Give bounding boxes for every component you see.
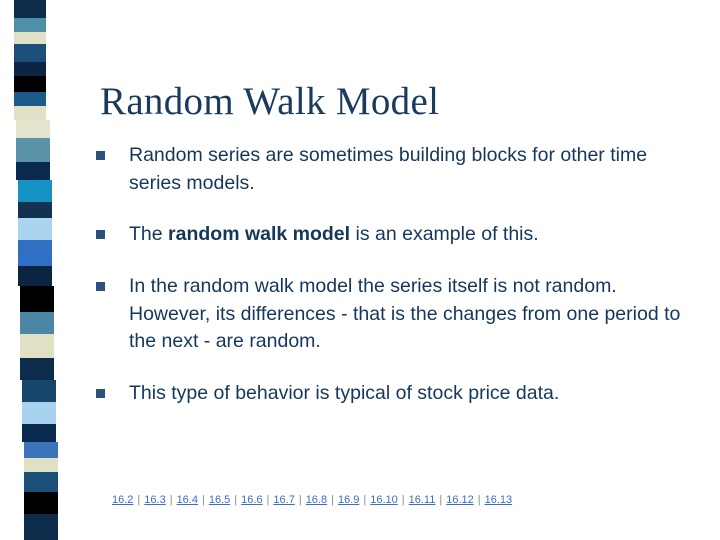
stripe-segment bbox=[18, 218, 52, 240]
stripe-segment bbox=[16, 162, 50, 180]
stripe-segment bbox=[20, 358, 54, 380]
stripe-segment bbox=[24, 472, 58, 492]
footer-separator: | bbox=[169, 494, 173, 506]
stripe-segment bbox=[24, 492, 58, 514]
stripe-segment bbox=[18, 240, 52, 266]
bullet-square-icon bbox=[96, 230, 105, 240]
footer-link-16-7[interactable]: 16.7 bbox=[273, 494, 295, 506]
stripe-segment bbox=[14, 76, 46, 92]
footer-separator: | bbox=[137, 494, 141, 506]
bullet-text-run: The bbox=[129, 223, 169, 246]
footer-link-16-4[interactable]: 16.4 bbox=[176, 494, 198, 506]
stripe-segment bbox=[16, 138, 50, 162]
footer-separator: | bbox=[439, 494, 443, 506]
footer-link-16-9[interactable]: 16.9 bbox=[337, 494, 360, 506]
footer-separator: | bbox=[401, 494, 405, 506]
footer-link-16-13[interactable]: 16.13 bbox=[484, 494, 513, 506]
bullet-square-icon bbox=[96, 282, 105, 292]
stripe-segment bbox=[14, 32, 46, 44]
footer-link-16-6[interactable]: 16.6 bbox=[241, 494, 263, 506]
bullet-item: Random series are sometimes building blo… bbox=[96, 142, 686, 197]
stripe-segment bbox=[16, 120, 50, 138]
bullet-text-run: is an example of this. bbox=[350, 223, 539, 246]
stripe-segment bbox=[24, 514, 58, 540]
bullet-text-emphasis: random walk model bbox=[168, 223, 351, 246]
footer-link-16-5[interactable]: 16.5 bbox=[208, 494, 231, 506]
stripe-segment bbox=[24, 458, 58, 472]
footer-link-16-8[interactable]: 16.8 bbox=[305, 494, 328, 506]
bullet-text: This type of behavior is typical of stoc… bbox=[129, 380, 686, 408]
stripe-segment bbox=[14, 18, 46, 32]
bullet-item: This type of behavior is typical of stoc… bbox=[96, 380, 686, 408]
bullet-text-run: In the random walk model the series itse… bbox=[129, 275, 681, 353]
bullet-text-run: Random series are sometimes building blo… bbox=[129, 144, 648, 194]
bullet-text: The random walk model is an example of t… bbox=[129, 221, 686, 249]
stripe-segment bbox=[24, 442, 58, 458]
footer-link-16-10[interactable]: 16.10 bbox=[370, 494, 398, 506]
stripe-segment bbox=[22, 402, 56, 424]
stripe-segment bbox=[20, 286, 54, 312]
stripe-segment bbox=[20, 334, 54, 358]
stripe-segment bbox=[20, 312, 54, 334]
stripe-segment bbox=[14, 62, 46, 76]
bullet-square-icon bbox=[96, 389, 105, 399]
stripe-segment bbox=[14, 92, 46, 106]
bullet-square-icon bbox=[96, 151, 105, 160]
stripe-segment bbox=[22, 424, 56, 442]
footer-separator: | bbox=[201, 494, 205, 506]
footer-link-bar: 16.2|16.3|16.4|16.5|16.6|16.7|16.8|16.9|… bbox=[110, 494, 710, 506]
bullet-text: In the random walk model the series itse… bbox=[129, 273, 686, 356]
footer-link-16-2[interactable]: 16.2 bbox=[112, 494, 134, 506]
page-title: Random Walk Model bbox=[100, 80, 440, 124]
stripe-segment bbox=[22, 380, 56, 402]
bullet-list: Random series are sometimes building blo… bbox=[96, 142, 686, 432]
bullet-item: In the random walk model the series itse… bbox=[96, 273, 686, 356]
footer-separator: | bbox=[477, 494, 481, 506]
stripe-segment bbox=[18, 202, 52, 218]
left-stripe-band bbox=[0, 0, 78, 540]
footer-separator: | bbox=[363, 494, 367, 506]
footer-link-16-12[interactable]: 16.12 bbox=[446, 494, 474, 506]
footer-separator: | bbox=[234, 494, 238, 506]
stripe-segment bbox=[14, 44, 46, 62]
footer-link-16-11[interactable]: 16.11 bbox=[408, 494, 436, 506]
stripe-segment bbox=[18, 266, 52, 286]
bullet-text-run: This type of behavior is typical of stoc… bbox=[129, 382, 560, 405]
stripe-segment bbox=[14, 106, 46, 120]
footer-separator: | bbox=[298, 494, 302, 506]
footer-separator: | bbox=[331, 494, 334, 506]
stripe-segment bbox=[18, 180, 52, 202]
stripe-segment bbox=[14, 0, 46, 18]
bullet-text: Random series are sometimes building blo… bbox=[129, 142, 686, 197]
footer-link-16-3[interactable]: 16.3 bbox=[144, 494, 166, 506]
bullet-item: The random walk model is an example of t… bbox=[96, 221, 686, 249]
footer-separator: | bbox=[266, 494, 270, 506]
